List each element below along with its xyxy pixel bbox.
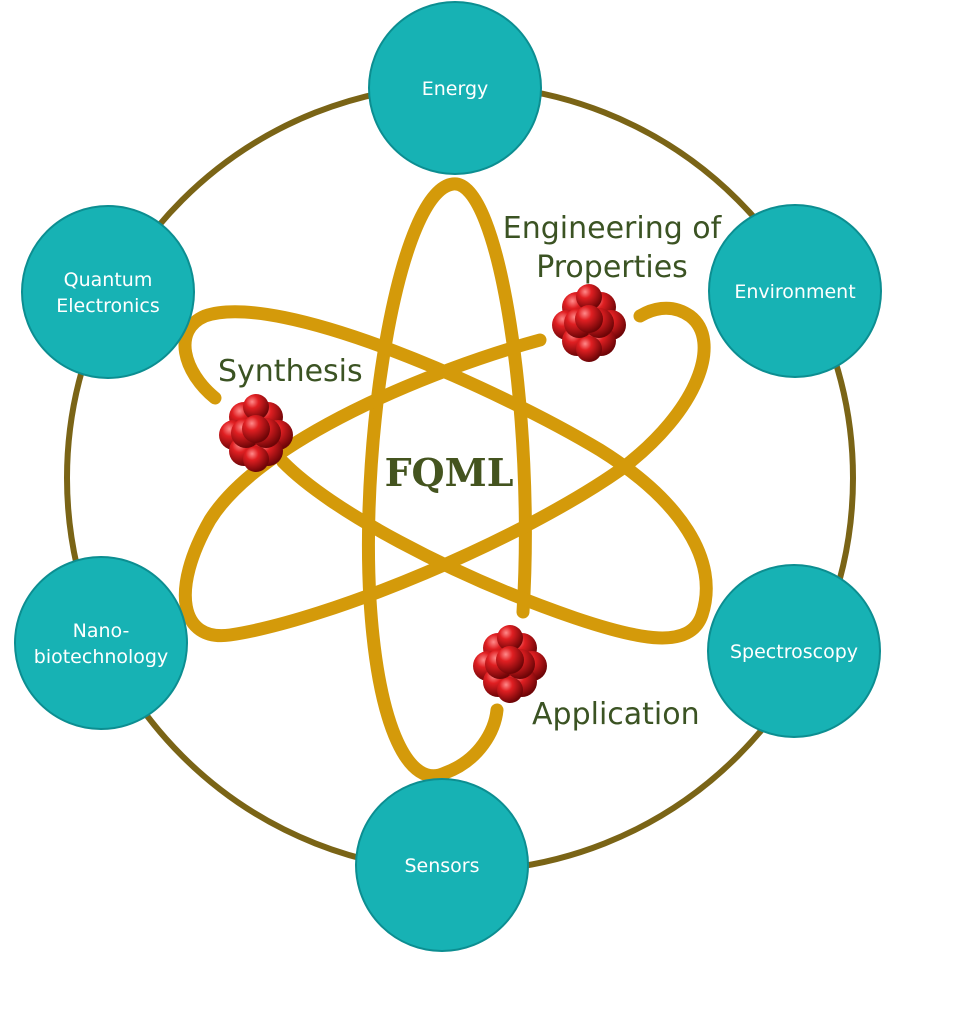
orbit-descending (178, 305, 713, 645)
node-sensors: Sensors (355, 778, 529, 952)
node-environment: Environment (708, 204, 882, 378)
orbit-vertical (361, 177, 532, 783)
node-nanobiotechnology-label-line1: Nano- (73, 620, 130, 642)
atom-cluster-icon (552, 284, 626, 362)
node-quantum-electronics-label-line2: Electronics (56, 295, 160, 317)
label-engineering-line1: Engineering of (503, 211, 723, 246)
node-quantum-electronics: Quantum Electronics (21, 205, 195, 379)
orbit-group (178, 177, 713, 783)
node-nanobiotechnology-label-line2: biotechnology (34, 646, 168, 668)
label-synthesis: Synthesis (218, 354, 363, 389)
node-environment-label: Environment (734, 281, 855, 303)
node-spectroscopy-label: Spectroscopy (730, 641, 858, 663)
node-energy: Energy (368, 1, 542, 175)
atom-cluster-icon (473, 625, 547, 703)
node-energy-label: Energy (422, 78, 489, 100)
node-quantum-electronics-label-line1: Quantum (64, 269, 153, 291)
label-engineering-line2: Properties (536, 250, 688, 285)
center-title: FQML (385, 450, 514, 495)
node-spectroscopy: Spectroscopy (707, 564, 881, 738)
node-nanobiotechnology: Nano- biotechnology (14, 556, 188, 730)
node-sensors-label: Sensors (404, 855, 479, 877)
orbit-ascending (178, 301, 711, 643)
label-application: Application (532, 697, 700, 732)
